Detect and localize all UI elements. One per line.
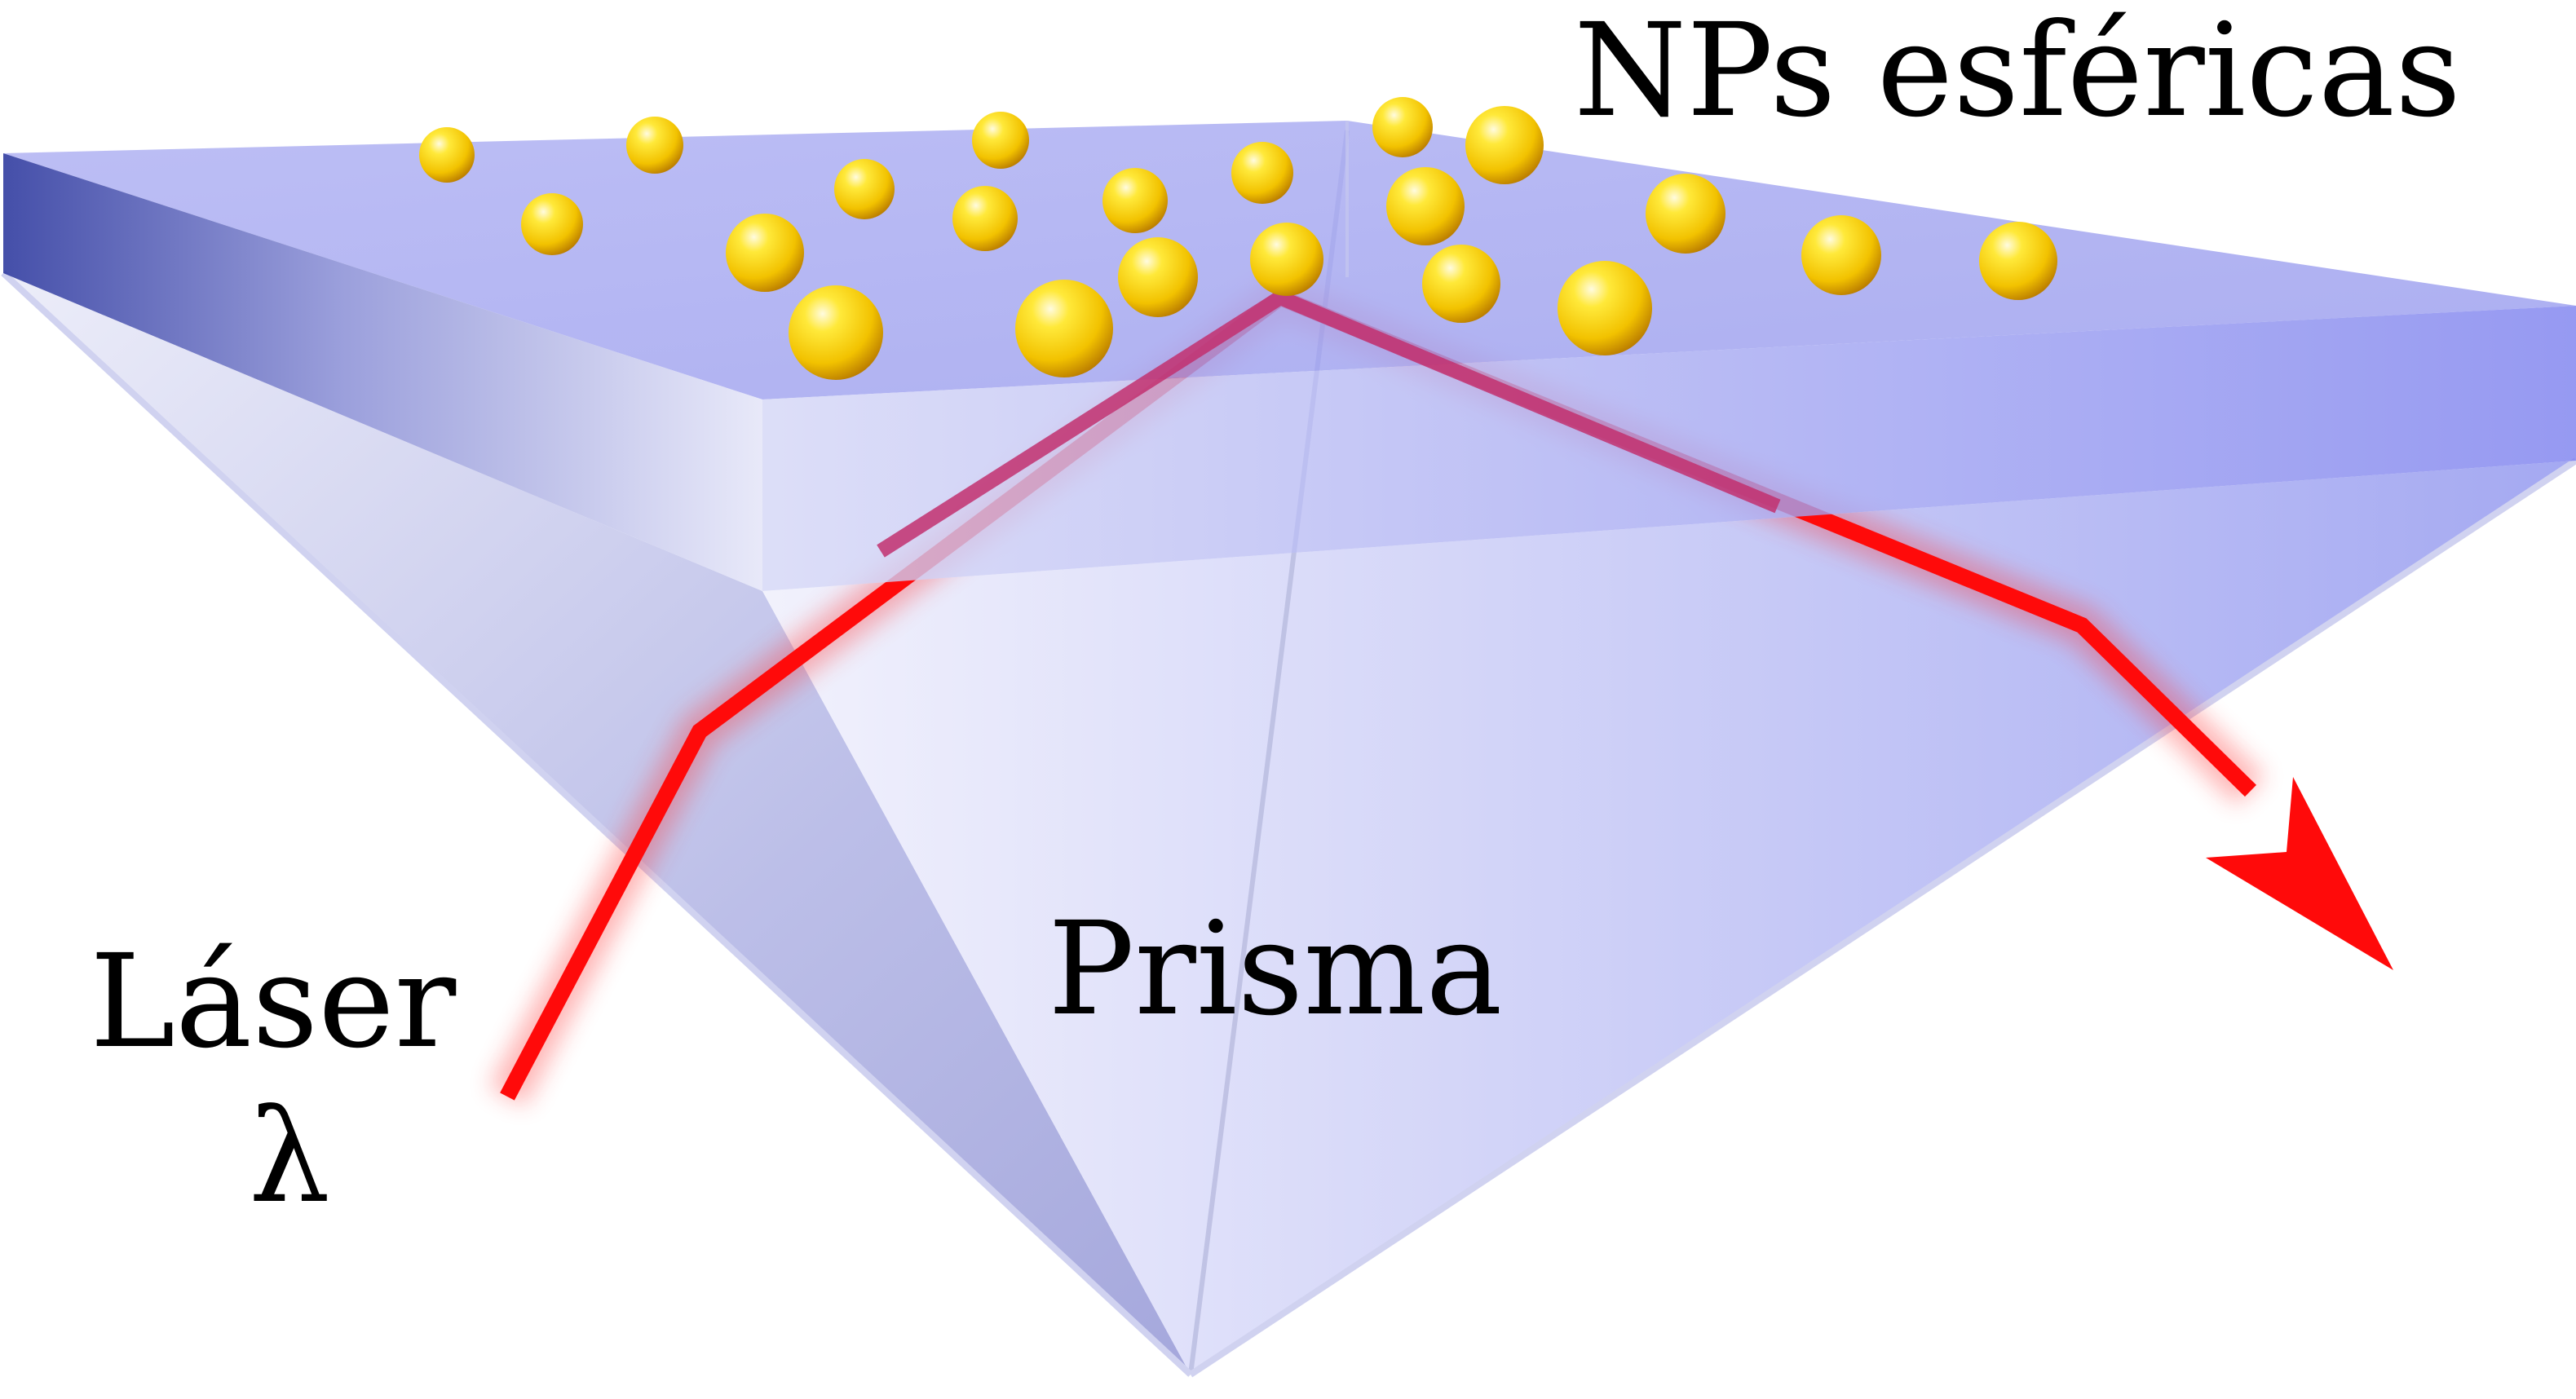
nanoparticle bbox=[1102, 168, 1168, 233]
glass-slab bbox=[3, 121, 2576, 591]
nanoparticle bbox=[1646, 174, 1725, 254]
nanoparticle bbox=[1801, 215, 1881, 295]
wavelength-symbol: λ bbox=[249, 1082, 331, 1232]
prism-label: Prisma bbox=[1048, 894, 1503, 1044]
nanoparticle bbox=[1231, 142, 1293, 204]
slab-front-face bbox=[762, 306, 2576, 591]
nanoparticle bbox=[419, 127, 475, 183]
prism-right-edge bbox=[1188, 457, 2576, 1378]
nanoparticles bbox=[419, 97, 2057, 380]
laser-arrowhead bbox=[2206, 777, 2393, 970]
nanoparticle bbox=[1250, 223, 1323, 296]
laser-label: Láser bbox=[90, 927, 457, 1077]
slab-left-face bbox=[3, 153, 762, 591]
nanoparticle bbox=[834, 159, 895, 219]
nanoparticle bbox=[1558, 261, 1652, 355]
nanoparticle bbox=[1372, 97, 1433, 157]
nanoparticle bbox=[726, 214, 804, 292]
nanoparticle bbox=[1422, 245, 1500, 323]
nanoparticle bbox=[626, 117, 683, 174]
nanoparticle bbox=[1386, 167, 1465, 245]
nanoparticle bbox=[972, 112, 1029, 169]
prism-front-face bbox=[762, 461, 2576, 1375]
nanoparticle bbox=[1118, 237, 1198, 317]
nanoparticle bbox=[789, 285, 883, 380]
nanoparticles-label: NPs esféricas bbox=[1574, 0, 2462, 146]
nanoparticle bbox=[952, 186, 1018, 251]
prism-left-edge bbox=[1, 271, 1193, 1377]
nanoparticle bbox=[1465, 106, 1544, 184]
nanoparticle bbox=[1015, 280, 1113, 377]
nanoparticle bbox=[521, 193, 583, 255]
nanoparticle bbox=[1979, 222, 2057, 300]
laser-beam-in-slab bbox=[877, 289, 1781, 558]
